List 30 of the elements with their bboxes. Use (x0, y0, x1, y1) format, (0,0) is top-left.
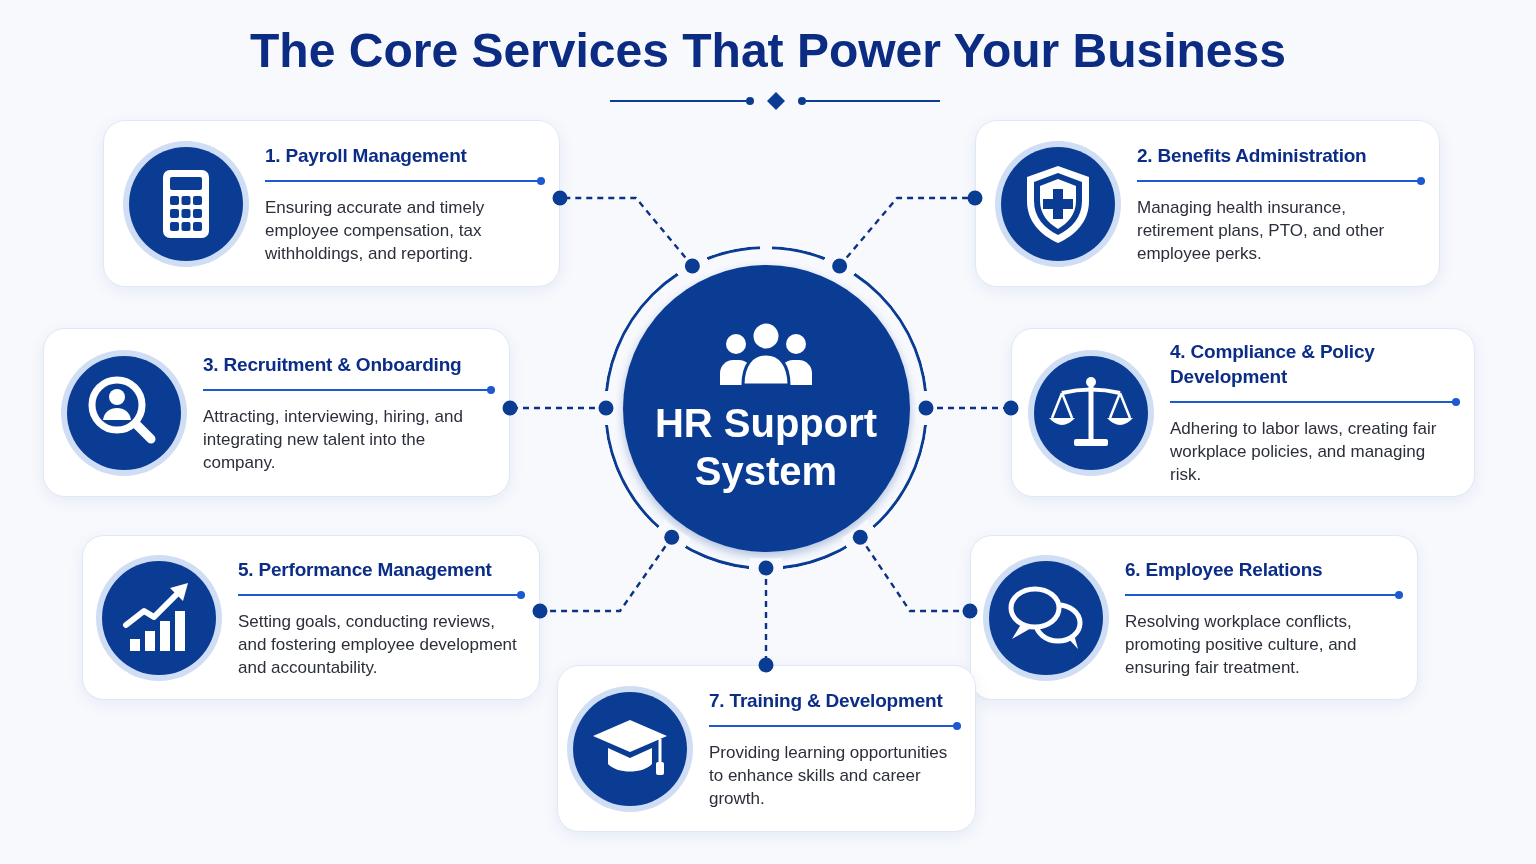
connector (502, 400, 614, 416)
connector (552, 190, 700, 274)
connector (852, 529, 978, 619)
card-description: Ensuring accurate and timely employee compensation, tax withholdings, and reporting. (265, 196, 486, 265)
card-description: Setting goals, conducting reviews, and fostering employee development and accountability. (238, 610, 518, 679)
service-card (1011, 328, 1475, 497)
page-title: The Core Services That Power Your Business (250, 23, 1286, 79)
connector (918, 400, 1019, 416)
card-description: Providing learning opportunities to enhance skills and career growth. (709, 741, 949, 810)
card-heading: 1. Payroll Management (265, 143, 467, 168)
service-card (82, 535, 540, 700)
card-heading: 7. Training & Development (709, 688, 943, 713)
connector (832, 190, 983, 274)
card-heading: 3. Recruitment & Onboarding (203, 352, 462, 377)
hub-title: HR Support System (653, 400, 879, 495)
connector (532, 529, 680, 619)
card-heading: 2. Benefits Administration (1137, 143, 1367, 168)
service-card (557, 665, 976, 832)
service-card (975, 120, 1440, 287)
card-heading: 5. Performance Management (238, 557, 492, 582)
card-description: Attracting, interviewing, hiring, and integrating new talent into the company. (203, 405, 464, 474)
card-description: Managing health insurance, retirement plans, PTO, and other employee perks. (1137, 196, 1386, 265)
service-card (103, 120, 560, 287)
service-card (43, 328, 510, 497)
card-heading: 4. Compliance & Policy Development (1170, 340, 1376, 389)
card-heading: 6. Employee Relations (1125, 557, 1323, 582)
service-card (970, 535, 1418, 700)
connector (758, 560, 774, 673)
card-description: Resolving workplace conflicts, promoting positive culture, and ensuring fair treatment. (1125, 610, 1358, 679)
card-description: Adhering to labor laws, creating fair workplace policies, and managing risk. (1170, 418, 1438, 486)
